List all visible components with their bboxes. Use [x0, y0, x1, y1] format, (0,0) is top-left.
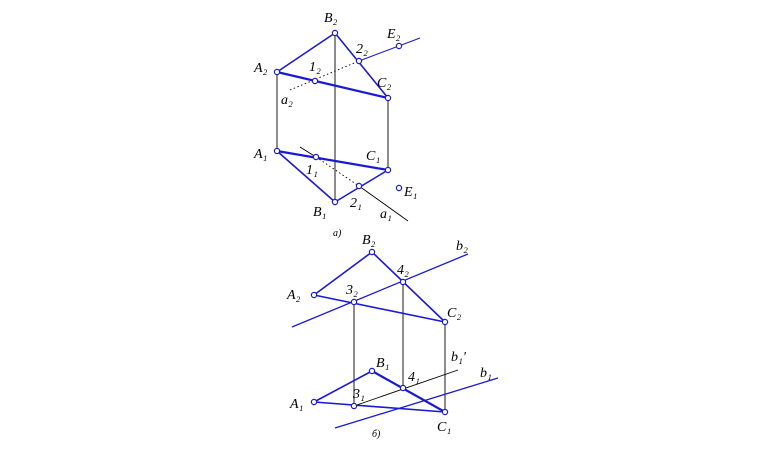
point-b2	[331, 29, 339, 37]
edge-a1-c1	[276, 149, 389, 172]
point-c2	[441, 318, 449, 326]
edge-a2-c2	[276, 70, 389, 100]
label-b2: B₂	[362, 233, 376, 248]
figure-a: B₂ E₂ 2₂ A₂ 1₂ C₂ a₂ A₁ C₁ 1₁ E₁ B₁ 2₁ a…	[253, 11, 421, 239]
point-b1	[331, 198, 339, 206]
label-a1: A₁	[253, 147, 267, 162]
figure-b: B₂ b₂ 4₂ A₂ 3₂ C₂ B₁ b₁' b₁ 4₁ A₁ 3₁ C₁ …	[286, 233, 499, 440]
point-c1	[441, 408, 449, 416]
edge-a1-b1	[276, 150, 336, 203]
line-a2-dotted	[289, 60, 360, 91]
label-2-2: 2₂	[356, 42, 368, 57]
point-c1	[384, 166, 392, 174]
edge-b2-c2	[334, 32, 389, 99]
label-c2: C₂	[377, 76, 391, 91]
label-e1: E₁	[403, 185, 417, 200]
line-a1-end	[358, 185, 409, 222]
point-a2	[310, 291, 318, 299]
point-3-2	[350, 298, 358, 306]
label-a1-line: a₁	[380, 207, 392, 222]
label-b1: B₁	[313, 205, 326, 220]
label-e2: E₂	[386, 27, 401, 42]
point-b2	[368, 248, 376, 256]
line-b2	[291, 253, 469, 328]
label-b1: B₁	[376, 356, 389, 371]
edge-a1-c1	[313, 401, 446, 413]
line-b1	[334, 377, 499, 429]
label-1-1: 1₁	[306, 163, 318, 178]
line-a1-dotted	[315, 156, 360, 187]
point-b1	[368, 367, 376, 375]
line-a2-solid	[358, 37, 421, 62]
label-b2: B₂	[324, 11, 338, 26]
point-a2	[273, 68, 281, 76]
point-e2	[395, 42, 403, 50]
point-2-1	[355, 182, 363, 190]
caption-b: б)	[372, 429, 381, 440]
label-b1-line: b₁	[480, 366, 492, 381]
caption-a: а)	[333, 228, 342, 239]
label-3-1: 3₁	[352, 387, 365, 402]
edge-b2-c2	[371, 251, 446, 323]
label-a1: A₁	[289, 397, 303, 412]
point-4-2	[399, 278, 407, 286]
edge-a2-b2	[276, 32, 336, 73]
label-a2: A₂	[253, 61, 268, 76]
label-3-2: 3₂	[345, 283, 358, 298]
edge-b1-c1	[371, 370, 446, 413]
label-b1-prime: b₁'	[451, 350, 467, 365]
label-a2-line: a₂	[281, 93, 293, 108]
point-2-2	[355, 57, 363, 65]
point-1-1	[312, 153, 320, 161]
point-a1	[273, 147, 281, 155]
point-e1	[395, 184, 403, 192]
label-c2: C₂	[447, 306, 461, 321]
label-a2: A₂	[286, 288, 301, 303]
label-c1: C₁	[366, 149, 380, 164]
label-b2-line: b₂	[456, 239, 468, 254]
point-a1	[310, 398, 318, 406]
edge-a1-b1	[313, 370, 373, 403]
edge-a2-b2	[313, 251, 373, 296]
edge-a2-c2	[313, 294, 446, 323]
point-3-1	[350, 402, 358, 410]
label-1-2: 1₂	[309, 60, 321, 75]
label-2-1: 2₁	[350, 196, 362, 211]
label-c1: C₁	[437, 420, 451, 435]
point-c2	[384, 94, 392, 102]
label-4-1: 4₁	[408, 370, 420, 385]
point-4-1	[399, 384, 407, 392]
label-4-2: 4₂	[397, 263, 409, 278]
point-1-2	[311, 77, 319, 85]
